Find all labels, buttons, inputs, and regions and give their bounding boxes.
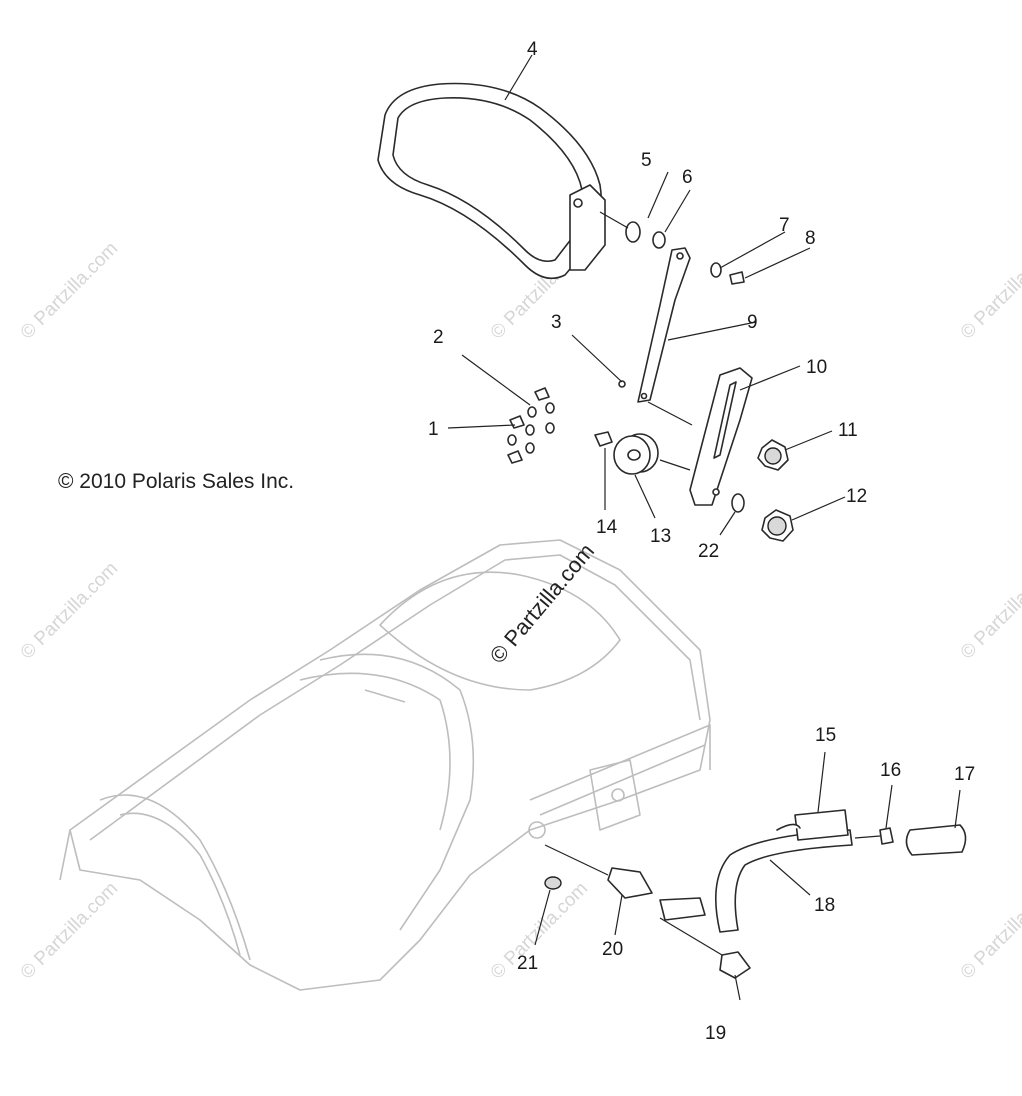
knob-12 [761,509,794,542]
callout-3: 3 [551,312,562,333]
callout-1: 1 [428,419,439,440]
callout-18: 18 [814,895,835,916]
grommet-21 [544,876,562,890]
heater-grip-15 [794,809,849,841]
callout-19: 19 [705,1023,726,1044]
center-watermark: © Partzilla.com [485,539,599,669]
washer-7 [710,262,722,278]
spacer-13 [613,433,659,475]
nut-14 [594,431,613,447]
callout-21: 21 [517,953,538,974]
callout-2: 2 [433,327,444,348]
plug-16 [879,827,894,845]
washer-6 [652,231,666,249]
watermark: © Partzilla.com [957,878,1022,983]
watermark: © Partzilla.com [957,238,1022,343]
washer-5 [625,221,641,243]
callout-17: 17 [954,764,975,785]
leader-lines [447,54,961,1001]
sleeve-20 [607,867,653,899]
grab-handle [544,809,967,979]
slotted-support [689,367,753,506]
callout-12: 12 [846,486,867,507]
watermark: © Partzilla.com [17,878,122,983]
watermark: © Partzilla.com [17,238,122,343]
grip-17 [905,824,967,856]
callout-7: 7 [779,215,790,236]
backrest-pad [377,82,606,280]
callout-22: 22 [698,541,719,562]
callout-16: 16 [880,760,901,781]
knob-11 [757,439,789,471]
callout-6: 6 [682,167,693,188]
callout-20: 20 [602,939,623,960]
callout-15: 15 [815,725,836,746]
watermark: © Partzilla.com [17,558,122,663]
copyright-notice: © 2010 Polaris Sales Inc. [58,470,294,493]
callout-13: 13 [650,526,671,547]
callout-8: 8 [805,228,816,249]
handle-bar-18 [715,829,853,933]
seat-illustration [59,539,711,991]
callout-11: 11 [838,420,858,441]
callout-10: 10 [806,357,827,378]
watermark: © Partzilla.com [957,558,1022,663]
backrest-bracket-arm [637,247,691,403]
nut-3 [618,380,626,388]
callout-9: 9 [747,312,758,333]
callout-labels: 1 2 3 4 5 6 7 8 9 10 11 12 13 14 15 16 1… [428,39,975,1044]
washer-22 [731,493,745,513]
callout-14: 14 [596,517,618,538]
bolt-8 [729,271,745,285]
callout-4: 4 [527,39,538,60]
knob-19 [719,951,751,979]
callout-5: 5 [641,150,652,171]
